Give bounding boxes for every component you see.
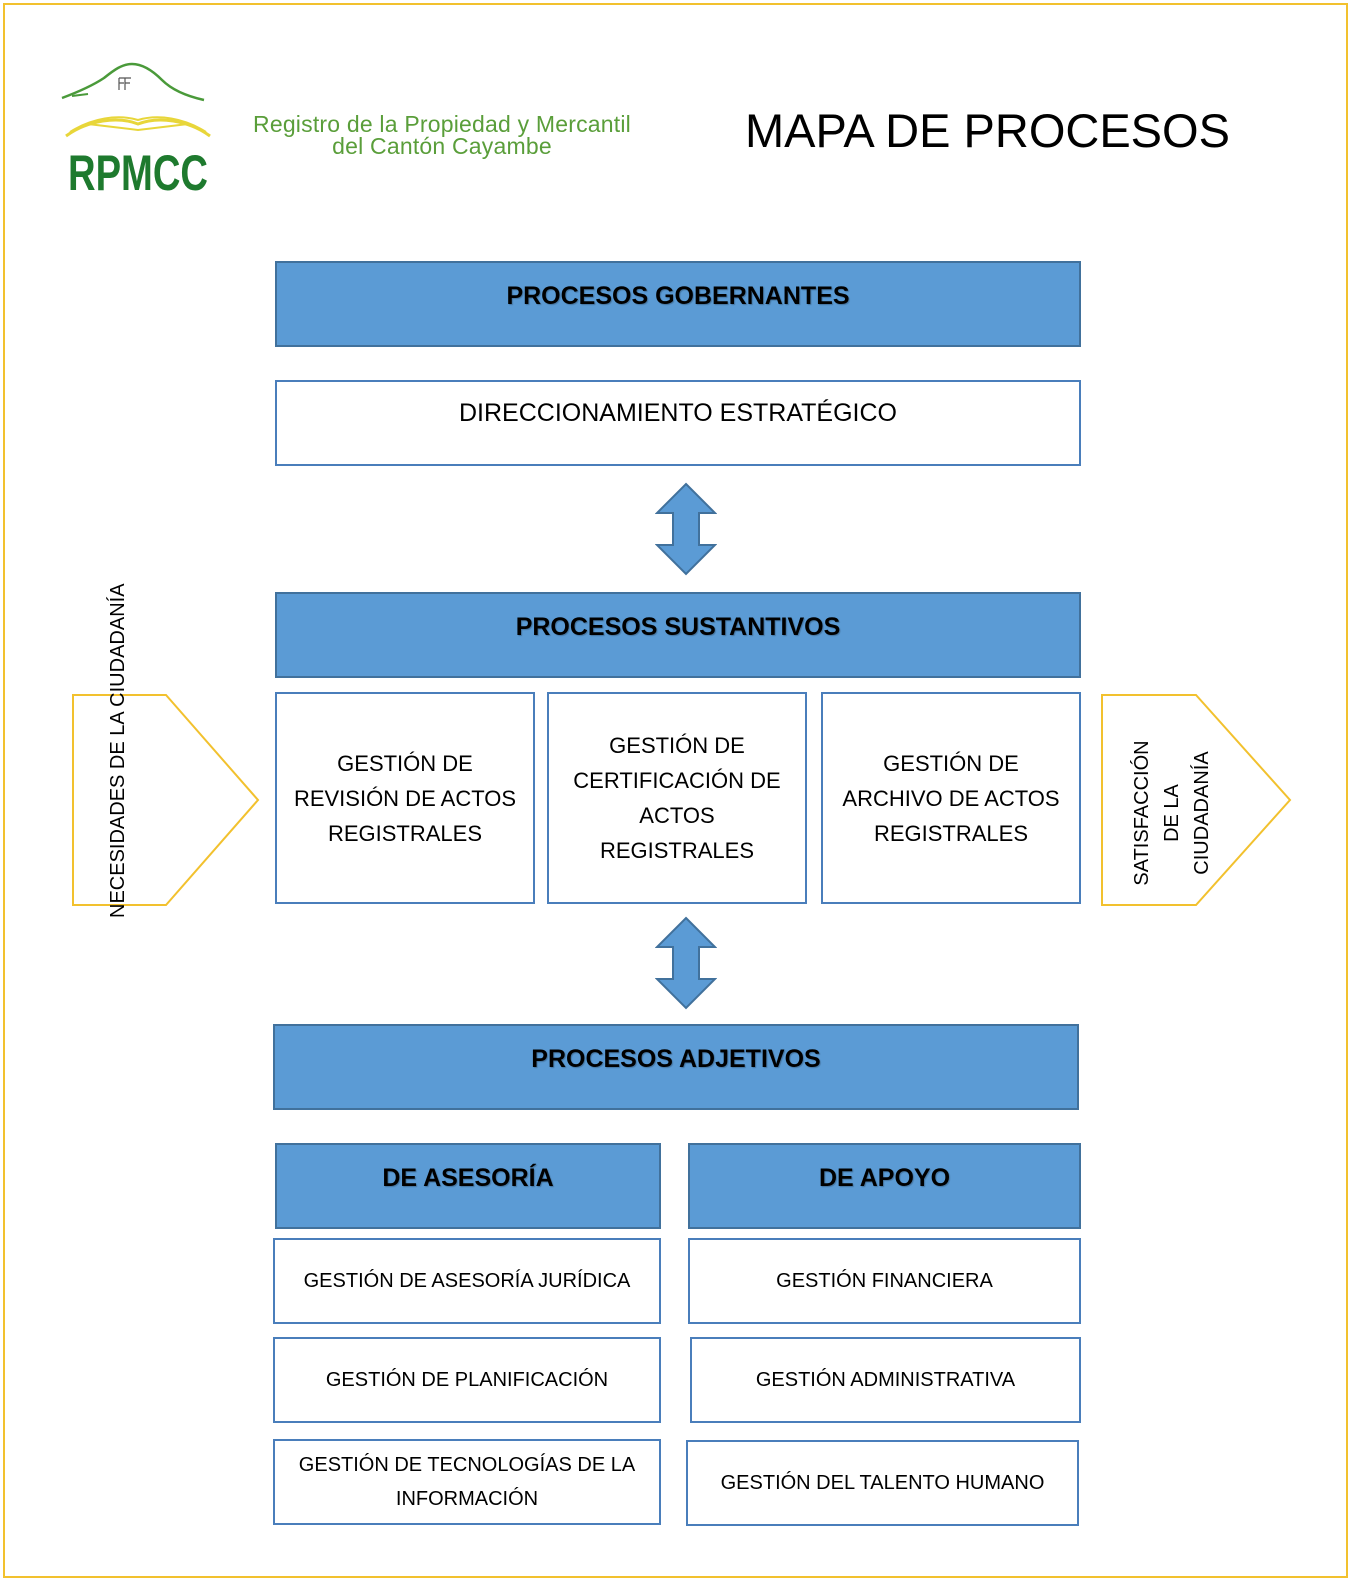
- page-title: MAPA DE PROCESOS: [745, 104, 1230, 157]
- sustantivo-box-revision: GESTIÓN DE REVISIÓN DE ACTOS REGISTRALES: [275, 692, 535, 904]
- apoyo-header: DE APOYO: [688, 1143, 1081, 1229]
- asesoria-item: GESTIÓN DE ASESORÍA JURÍDICA: [273, 1238, 661, 1324]
- sustantivos-title: PROCESOS SUSTANTIVOS: [515, 613, 841, 641]
- asesoria-title: DE ASESORÍA: [382, 1164, 554, 1192]
- apoyo-item-label: GESTIÓN FINANCIERA: [776, 1270, 993, 1292]
- apoyo-item-label: GESTIÓN ADMINISTRATIVA: [755, 1369, 1016, 1391]
- gobernantes-title: PROCESOS GOBERNANTES: [506, 282, 850, 310]
- sustantivo-box-archivo: GESTIÓN DE ARCHIVO DE ACTOS REGISTRALES: [821, 692, 1081, 904]
- output-label-text: SATISFACCIÓN DE LA CIUDADANÍA: [1131, 740, 1213, 886]
- double-arrow-up-down-icon: [655, 482, 717, 576]
- apoyo-item-label: GESTIÓN DEL TALENTO HUMANO: [720, 1472, 1045, 1494]
- output-label-satisfaccion: SATISFACCIÓN DE LA CIUDADANÍA: [1127, 708, 1217, 918]
- logo-abbr: RPMCC: [68, 145, 208, 200]
- sustantivo-label: GESTIÓN DE ARCHIVO DE ACTOS REGISTRALES: [842, 750, 1060, 846]
- adjetivos-title: PROCESOS ADJETIVOS: [531, 1045, 821, 1073]
- sustantivo-label: GESTIÓN DE REVISIÓN DE ACTOS REGISTRALES: [293, 750, 517, 846]
- apoyo-item: GESTIÓN FINANCIERA: [688, 1238, 1081, 1324]
- page-frame: [3, 3, 1348, 1578]
- direccionamiento-label: DIRECCIONAMIENTO ESTRATÉGICO: [458, 399, 897, 427]
- logo-caption-line2: del Cantón Cayambe: [332, 133, 552, 159]
- sustantivo-box-certificacion: GESTIÓN DE CERTIFICACIÓN DE ACTOS REGIST…: [547, 692, 807, 904]
- gobernantes-header: PROCESOS GOBERNANTES: [275, 261, 1081, 347]
- asesoria-item: GESTIÓN DE TECNOLOGÍAS DE LA INFORMACIÓN: [273, 1439, 661, 1525]
- apoyo-title: DE APOYO: [818, 1164, 951, 1192]
- logo-caption: Registro de la Propiedad y Mercantil del…: [222, 111, 662, 159]
- double-arrow-up-down-icon: [655, 916, 717, 1010]
- asesoria-header: DE ASESORÍA: [275, 1143, 661, 1229]
- apoyo-item: GESTIÓN ADMINISTRATIVA: [690, 1337, 1081, 1423]
- rpmcc-logo: RPMCC: [61, 62, 211, 200]
- apoyo-item: GESTIÓN DEL TALENTO HUMANO: [686, 1440, 1079, 1526]
- sustantivos-header: PROCESOS SUSTANTIVOS: [275, 592, 1081, 678]
- adjetivos-header: PROCESOS ADJETIVOS: [273, 1024, 1079, 1110]
- input-label-necesidades: NECESIDADES DE LA CIUDADANÍA: [107, 583, 129, 918]
- asesoria-item-label: GESTIÓN DE PLANIFICACIÓN: [325, 1369, 609, 1391]
- input-arrow-shape: [72, 694, 260, 906]
- sustantivo-label: GESTIÓN DE CERTIFICACIÓN DE ACTOS REGIST…: [573, 733, 781, 863]
- direccionamiento-box: DIRECCIONAMIENTO ESTRATÉGICO: [275, 380, 1081, 466]
- asesoria-item: GESTIÓN DE PLANIFICACIÓN: [273, 1337, 661, 1423]
- logo-caption-line1: Registro de la Propiedad y Mercantil: [253, 111, 631, 137]
- asesoria-item-label: GESTIÓN DE ASESORÍA JURÍDICA: [303, 1270, 631, 1292]
- asesoria-item-label: GESTIÓN DE TECNOLOGÍAS DE LA INFORMACIÓN: [298, 1454, 636, 1510]
- output-arrow-shape: [1101, 694, 1292, 906]
